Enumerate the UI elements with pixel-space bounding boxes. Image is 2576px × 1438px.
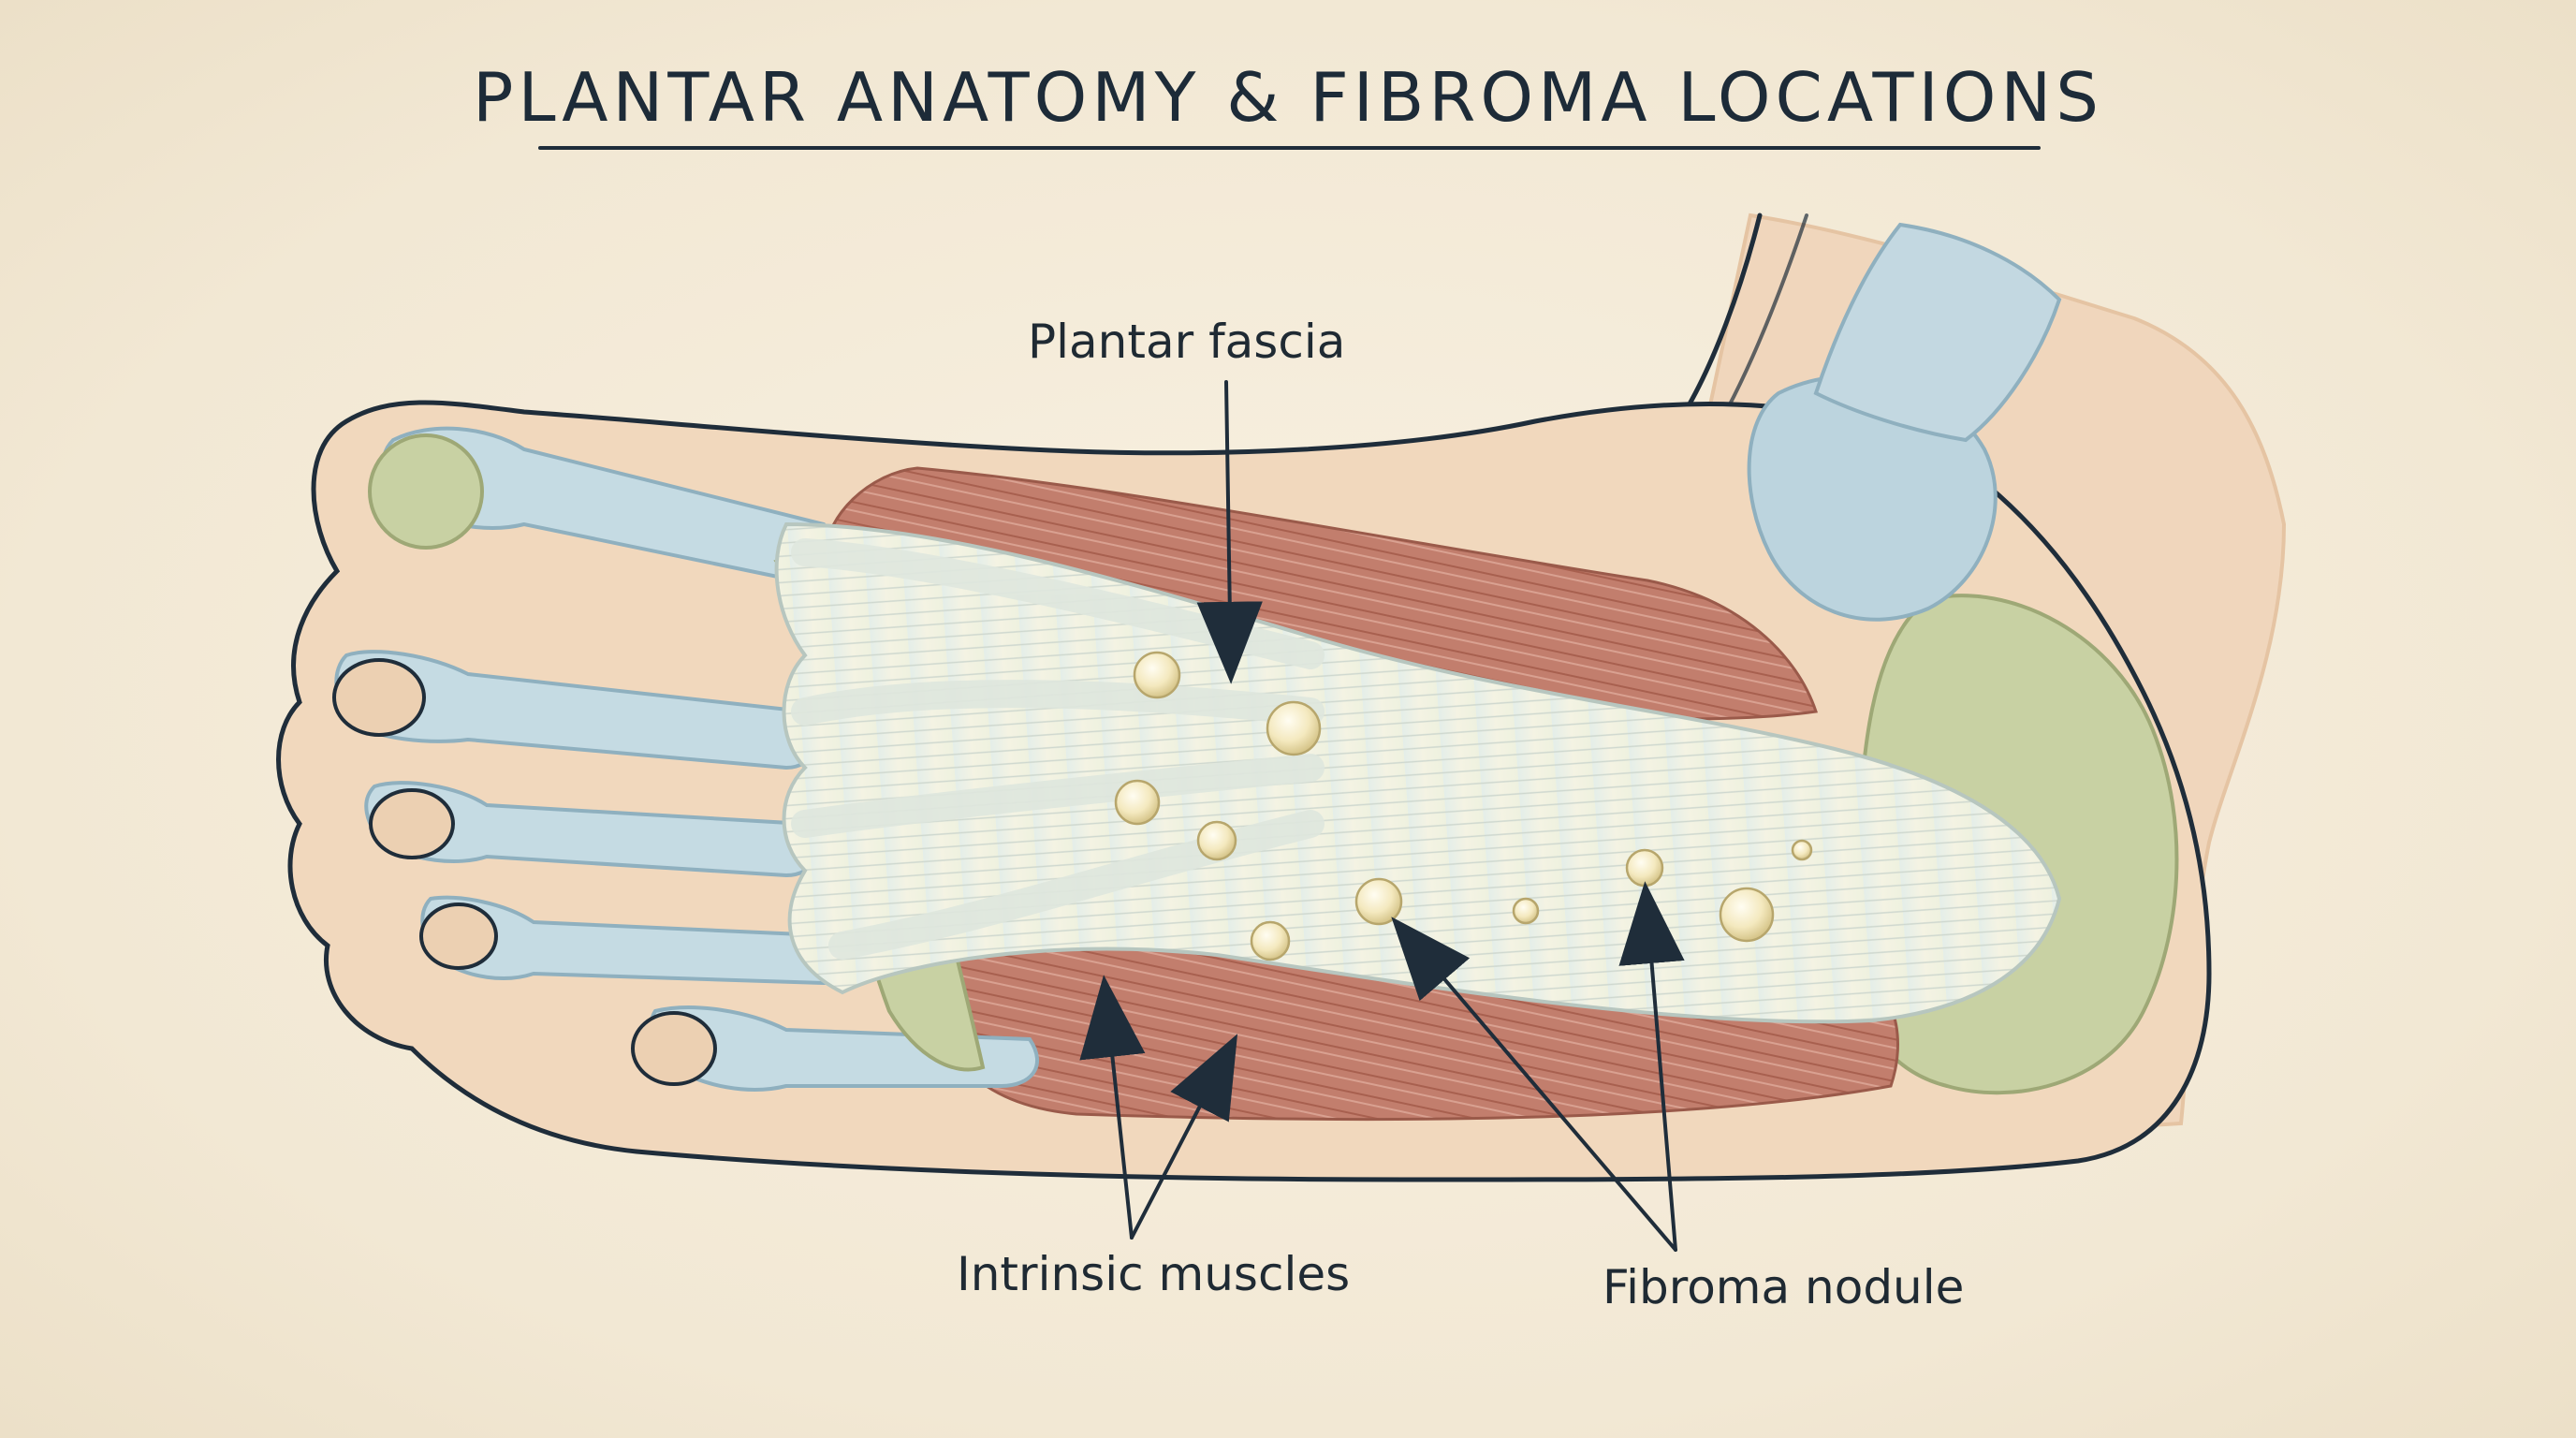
arrow-intrinsic-muscles-2 (1130, 1034, 1238, 1240)
toe-tips (332, 433, 717, 1086)
fibroma-nodule-7 (1512, 897, 1540, 925)
leg-outline (1682, 213, 1763, 415)
fibroma-nodule-9 (1719, 887, 1775, 943)
tibia-bone (1813, 222, 2062, 443)
fibroma-nodule-8 (1625, 848, 1664, 888)
arrow-plantar-fascia (1196, 380, 1263, 684)
fibroma-nodule-6 (1250, 920, 1291, 961)
fibroma-nodule-1 (1133, 651, 1181, 699)
fibroma-nodule-4 (1196, 820, 1237, 861)
annotation-arrows (1079, 380, 1685, 1252)
fibroma-nodule-3 (1114, 779, 1161, 826)
fibroma-nodule-10 (1791, 839, 1813, 861)
arrow-intrinsic-muscles-1 (1079, 975, 1146, 1240)
arrow-fibroma-nodule-2 (1618, 881, 1685, 1252)
label-plantar-fascia: Plantar fascia (1028, 315, 1346, 369)
diagram-title: PLANTAR ANATOMY & FIBROMA LOCATIONS (473, 58, 2103, 137)
label-intrinsic-muscles: Intrinsic muscles (957, 1247, 1351, 1301)
fibroma-nodule-5 (1354, 877, 1403, 926)
title-underline (538, 146, 2041, 150)
toe-bones (334, 426, 1040, 1092)
arrow-fibroma-nodule-1 (1391, 917, 1677, 1252)
fibroma-nodule-2 (1266, 700, 1322, 756)
label-fibroma-nodule: Fibroma nodule (1603, 1260, 1965, 1314)
fibroma-nodules (1114, 651, 1813, 961)
